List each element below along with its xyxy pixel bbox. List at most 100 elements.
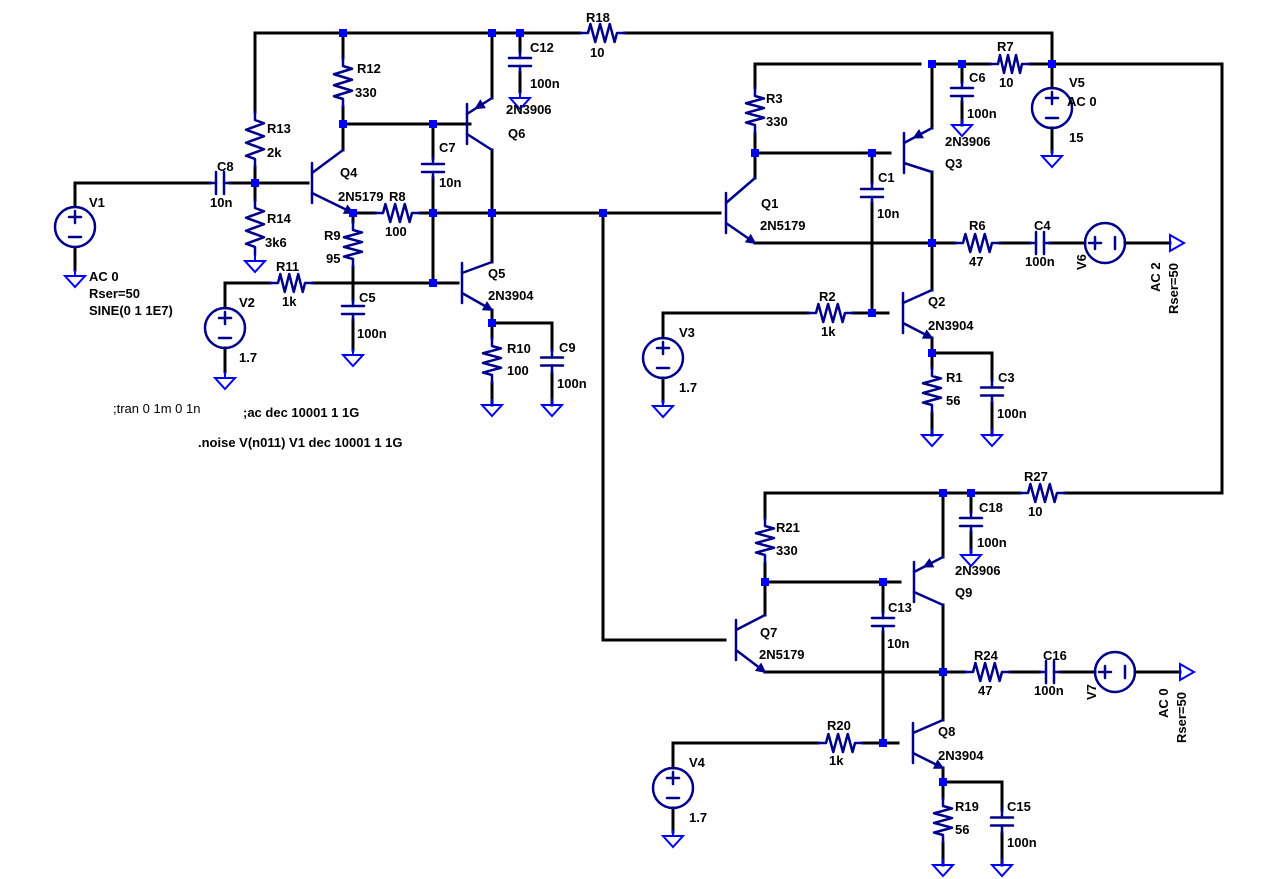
resistor-body (953, 232, 1002, 254)
ground-icon (212, 372, 238, 391)
source-V3 (641, 336, 685, 380)
resistor-R12 (332, 56, 354, 109)
transistor-collector (724, 176, 757, 205)
junctions (251, 29, 1056, 786)
ground-icon (958, 549, 984, 568)
junction-dot (429, 279, 437, 287)
junction-dot (751, 149, 759, 157)
source-circle (203, 306, 247, 350)
label-C18: C18 (979, 500, 1003, 515)
label-V5-ac: AC 0 (1067, 94, 1097, 109)
label-V4: V4 (689, 755, 706, 770)
label-R9: R9 (324, 228, 341, 243)
ground-triangle (507, 97, 533, 111)
resistor-body (744, 86, 766, 135)
junction-dot (339, 29, 347, 37)
label-R27: R27 (1024, 469, 1048, 484)
label-R9-value: 95 (326, 251, 340, 266)
resistor-R19 (932, 796, 954, 845)
label-C1-value: 10n (877, 206, 899, 221)
label-R10: R10 (507, 341, 531, 356)
emitter-arrow (932, 759, 945, 769)
junction-dot (429, 209, 437, 217)
label-V6: V6 (1074, 254, 1089, 270)
junction-dot (928, 60, 936, 68)
label-V1-rser: Rser=50 (89, 286, 140, 301)
label-C16: C16 (1043, 648, 1067, 663)
resistor-R8 (373, 202, 422, 224)
label-C5: C5 (359, 290, 376, 305)
label-V7: V7 (1084, 684, 1099, 700)
label-V3: V3 (679, 325, 695, 340)
resistor-R24 (963, 661, 1012, 683)
directive-ac: ;ac dec 10001 1 1G (243, 405, 359, 420)
port-arrow (1179, 662, 1197, 682)
ground-icon (507, 92, 533, 111)
ground-icon (1039, 150, 1065, 169)
label-Q3-type: 2N3906 (945, 134, 991, 149)
label-R11-value: 1k (282, 294, 297, 309)
junction-dot (868, 149, 876, 157)
label-R2: R2 (819, 289, 836, 304)
label-V6-ac: AC 2 (1148, 262, 1163, 292)
source-circle (641, 336, 685, 380)
label-R18: R18 (586, 10, 610, 25)
transistor-Q7 (734, 613, 767, 674)
junction-dot (879, 739, 887, 747)
label-C13: C13 (888, 600, 912, 615)
transistor-collector (911, 718, 945, 735)
junction-dot (339, 120, 347, 128)
capacitor-C4 (1028, 230, 1052, 256)
junction-dot (251, 179, 259, 187)
resistor-R7 (988, 53, 1032, 75)
label-C1: C1 (878, 170, 895, 185)
label-C5-value: 100n (357, 326, 387, 341)
junction-dot (488, 209, 496, 217)
ground-triangle (979, 434, 1005, 448)
ground-triangle (539, 404, 565, 418)
capacitor-C15 (989, 808, 1015, 835)
label-C9-value: 100n (557, 376, 587, 391)
ground-icon (340, 349, 366, 368)
junction-dot (939, 668, 947, 676)
transistor-collector (460, 260, 494, 275)
label-C7-value: 10n (439, 175, 461, 190)
label-C12: C12 (530, 40, 554, 55)
emitter-arrow (744, 233, 757, 244)
source-V4 (651, 766, 695, 810)
junction-dot (958, 60, 966, 68)
emitter-arrow (474, 99, 486, 110)
wire (930, 336, 994, 382)
label-C9: C9 (559, 340, 576, 355)
label-C12-value: 100n (530, 76, 560, 91)
resistor-R11 (268, 272, 315, 294)
label-R1: R1 (946, 370, 963, 385)
ground-triangle (989, 864, 1015, 878)
label-R2-value: 1k (821, 324, 836, 339)
transistor-collector (912, 590, 945, 607)
resistor-body (932, 796, 954, 845)
ground-triangle (212, 377, 238, 391)
label-V5: V5 (1069, 75, 1085, 90)
transistor-Q5 (460, 260, 494, 312)
label-R3-value: 330 (766, 114, 788, 129)
transistor-Q4 (310, 148, 355, 215)
resistor-body (754, 516, 776, 565)
label-Q7-type: 2N5179 (759, 647, 805, 662)
source-circle (53, 205, 97, 249)
resistor-R1 (921, 366, 943, 415)
source-V7 (1093, 650, 1137, 694)
label-C3: C3 (998, 370, 1015, 385)
label-R14: R14 (267, 211, 292, 226)
capacitor-C3 (979, 378, 1005, 405)
label-R6: R6 (969, 218, 986, 233)
label-R7: R7 (997, 39, 1014, 54)
ground-triangle (242, 260, 268, 274)
label-R20: R20 (827, 718, 851, 733)
junction-dot (516, 29, 524, 37)
label-R6-value: 47 (969, 254, 983, 269)
label-C15: C15 (1007, 799, 1031, 814)
label-R27-value: 10 (1028, 504, 1042, 519)
wires (73, 31, 1224, 867)
